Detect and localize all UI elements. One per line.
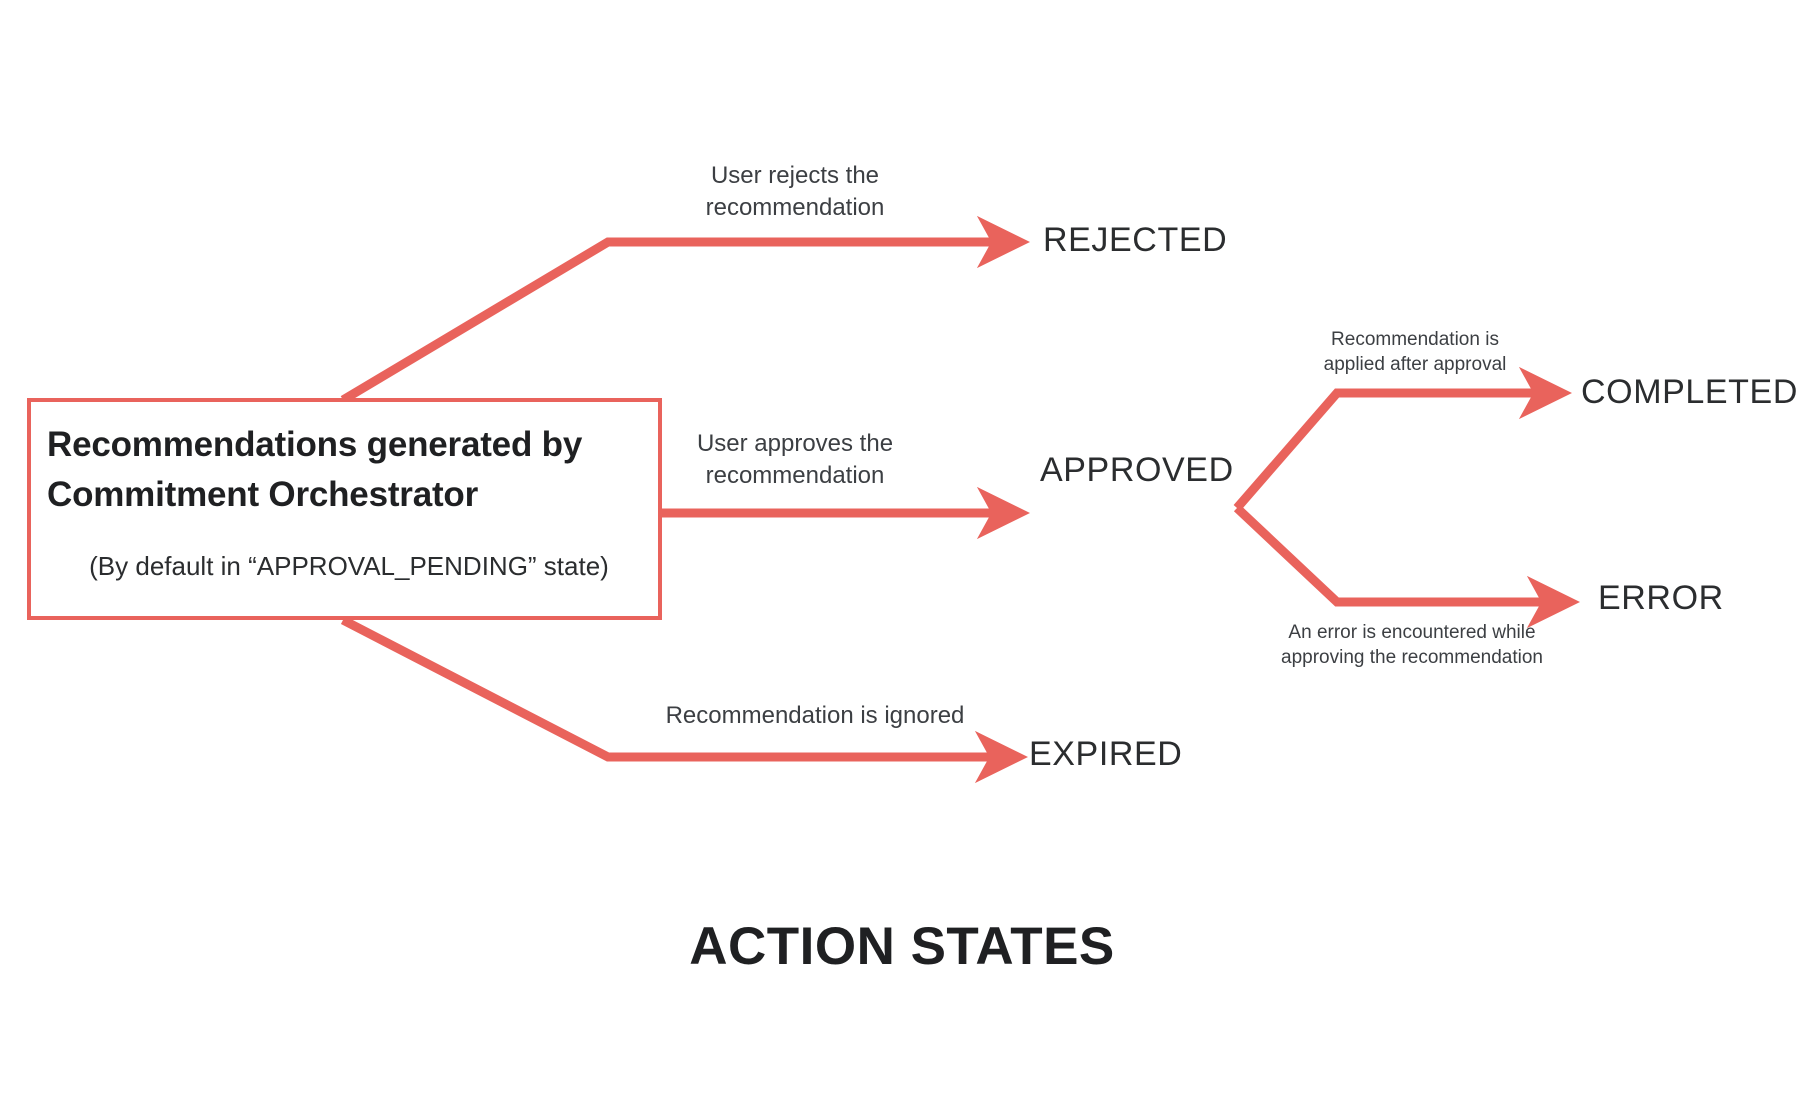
state-label-completed: COMPLETED xyxy=(1581,373,1798,411)
state-label-approved: APPROVED xyxy=(1040,451,1234,489)
diagram-footer-title: ACTION STATES xyxy=(689,917,1115,976)
connector-to-rejected xyxy=(340,215,1031,404)
connector-to-error xyxy=(1233,504,1581,629)
state-label-expired: EXPIRED xyxy=(1029,735,1183,773)
source-node-subtitle: (By default in “APPROVAL_PENDING” state) xyxy=(89,551,609,581)
connector-to-completed xyxy=(1233,366,1573,511)
source-node-box: Recommendations generated by Commitment … xyxy=(27,398,662,620)
edge-label-to-approved: User approves the recommendation xyxy=(696,430,894,489)
edge-label-to-error: An error is encountered while approving … xyxy=(1281,622,1543,669)
state-label-rejected: REJECTED xyxy=(1043,221,1228,259)
edge-label-to-rejected: User rejects the recommendation xyxy=(705,162,885,221)
edge-label-to-expired: Recommendation is ignored xyxy=(665,702,965,729)
edge-label-to-completed: Recommendation is applied after approval xyxy=(1323,329,1507,376)
connector-to-expired xyxy=(340,616,1029,784)
source-node-title: Recommendations generated by Commitment … xyxy=(47,425,583,514)
state-label-error: ERROR xyxy=(1598,579,1724,617)
